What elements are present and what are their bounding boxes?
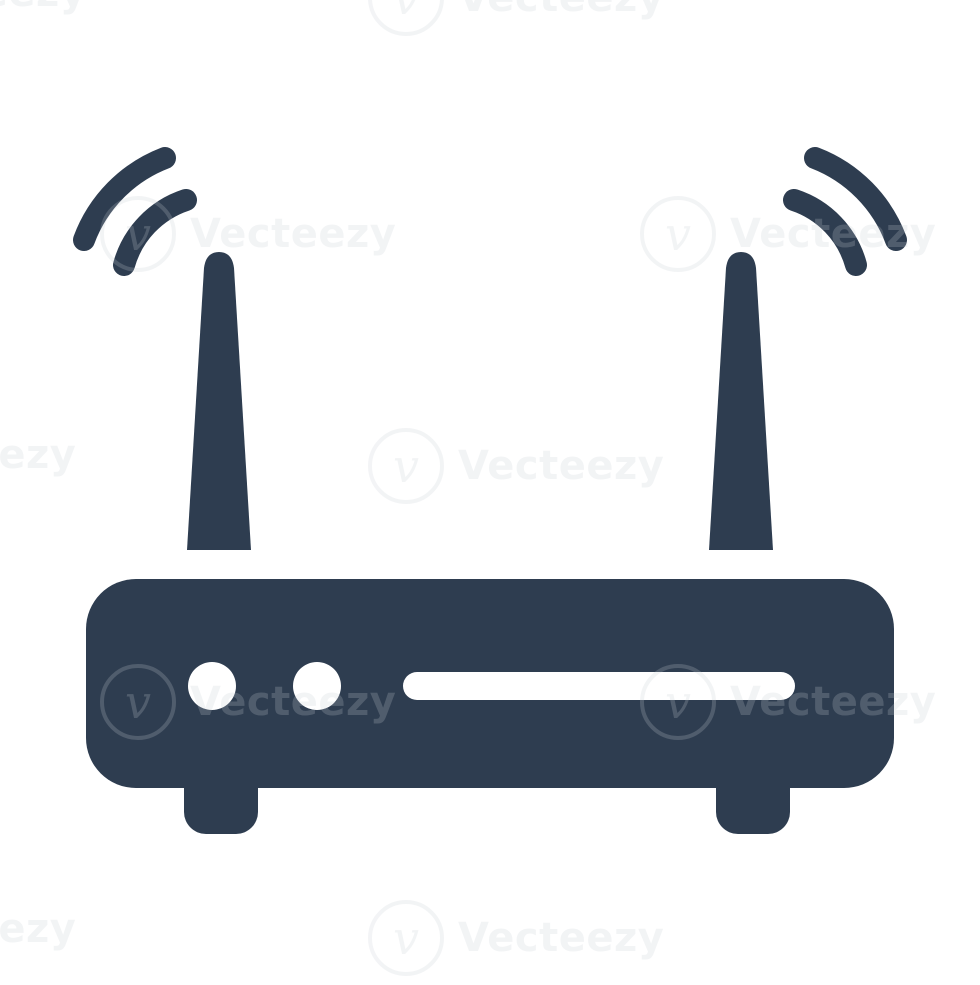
status-light-2 xyxy=(293,662,341,710)
right-antenna xyxy=(709,252,773,550)
left-wifi-signal-icon xyxy=(73,147,197,276)
right-wifi-signal-icon xyxy=(783,147,907,276)
status-light-1 xyxy=(188,662,236,710)
status-bar xyxy=(403,672,795,700)
left-antenna xyxy=(187,252,251,550)
